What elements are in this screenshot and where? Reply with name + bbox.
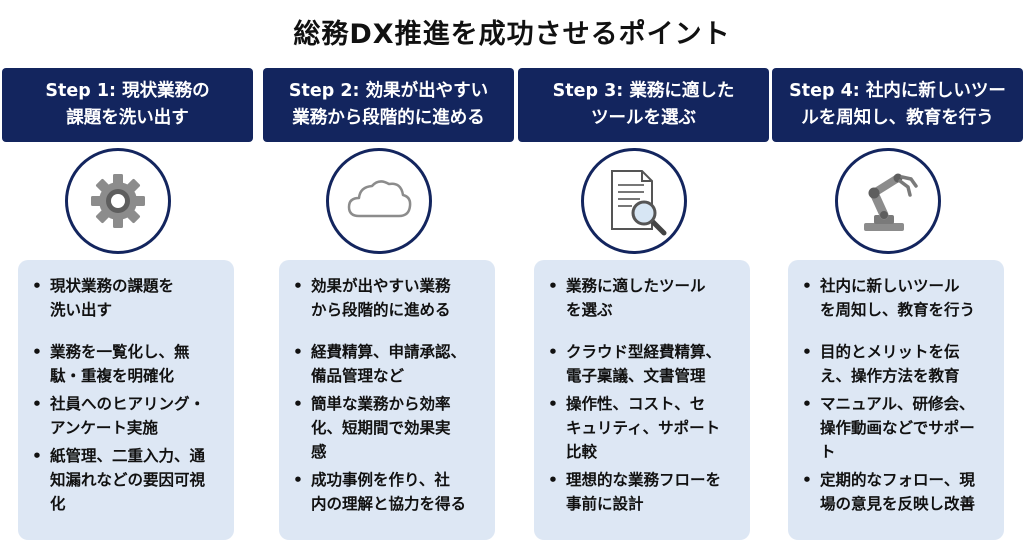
step-column-4: Step 4: 社内に新しいツー ルを周知し、教育を行う •社内に新しいツール …	[770, 68, 1024, 544]
list-item: •効果が出やすい業務 から段階的に進める	[293, 277, 451, 319]
step-2-card: •効果が出やすい業務 から段階的に進める •経費精算、申請承認、 備品管理など …	[279, 260, 495, 540]
step-1-icon-circle	[65, 148, 171, 254]
list-item: •社内に新しいツール を周知し、教育を行う	[802, 277, 976, 319]
cloud-icon	[347, 180, 412, 218]
step-column-2: Step 2: 効果が出やすい 業務から段階的に進める •効果が出やすい業務 か…	[261, 68, 516, 544]
list-item: •社員へのヒアリング・ アンケート実施	[32, 395, 206, 437]
step-2-header: Step 2: 効果が出やすい 業務から段階的に進める	[263, 68, 514, 142]
step-2-icon-circle	[326, 148, 432, 254]
list-item: •業務に適したツール を選ぶ	[548, 277, 706, 319]
step-4-header: Step 4: 社内に新しいツー ルを周知し、教育を行う	[772, 68, 1023, 142]
document-search-icon	[611, 170, 667, 236]
gear-icon	[91, 174, 145, 228]
list-item: •簡単な業務から効率 化、短期間で効果実 感	[293, 395, 451, 461]
list-item: •紙管理、二重入力、通 知漏れなどの要因可視 化	[32, 447, 206, 513]
list-item: •クラウド型経費精算、 電子稟議、文書管理	[548, 343, 722, 385]
list-item: •業務を一覧化し、無 駄・重複を明確化	[32, 343, 190, 385]
step-column-3: Step 3: 業務に適した ツールを選ぶ •業務に適したツール を選ぶ •クラ…	[516, 68, 771, 544]
step-4-icon-circle	[835, 148, 941, 254]
step-3-card: •業務に適したツール を選ぶ •クラウド型経費精算、 電子稟議、文書管理 •操作…	[534, 260, 750, 540]
list-item: •マニュアル、研修会、 操作動画などでサポー ト	[802, 395, 975, 461]
step-3-icon-circle	[581, 148, 687, 254]
list-item: •現状業務の課題を 洗い出す	[32, 277, 175, 319]
list-item: •成功事例を作り、社 内の理解と協力を得る	[293, 471, 467, 513]
page-title: 総務DX推進を成功させるポイント	[293, 19, 731, 50]
step-1-header: Step 1: 現状業務の 課題を洗い出す	[2, 68, 253, 142]
list-item: •目的とメリットを伝 え、操作方法を教育	[802, 343, 960, 385]
step-column-1: Step 1: 現状業務の 課題を洗い出す	[0, 68, 255, 544]
list-item: •経費精算、申請承認、 備品管理など	[293, 343, 467, 385]
step-1-card: •現状業務の課題を 洗い出す •業務を一覧化し、無 駄・重複を明確化 •社員への…	[18, 260, 234, 540]
step-3-header: Step 3: 業務に適した ツールを選ぶ	[518, 68, 769, 142]
list-item: •理想的な業務フローを 事前に設計	[548, 471, 722, 513]
list-item: •定期的なフォロー、現 場の意見を反映し改善	[802, 471, 976, 513]
step-4-card: •社内に新しいツール を周知し、教育を行う •目的とメリットを伝 え、操作方法を…	[788, 260, 1004, 540]
robot-arm-icon	[864, 173, 918, 231]
list-item: •操作性、コスト、セ キュリティ、サポート 比較	[548, 395, 721, 461]
